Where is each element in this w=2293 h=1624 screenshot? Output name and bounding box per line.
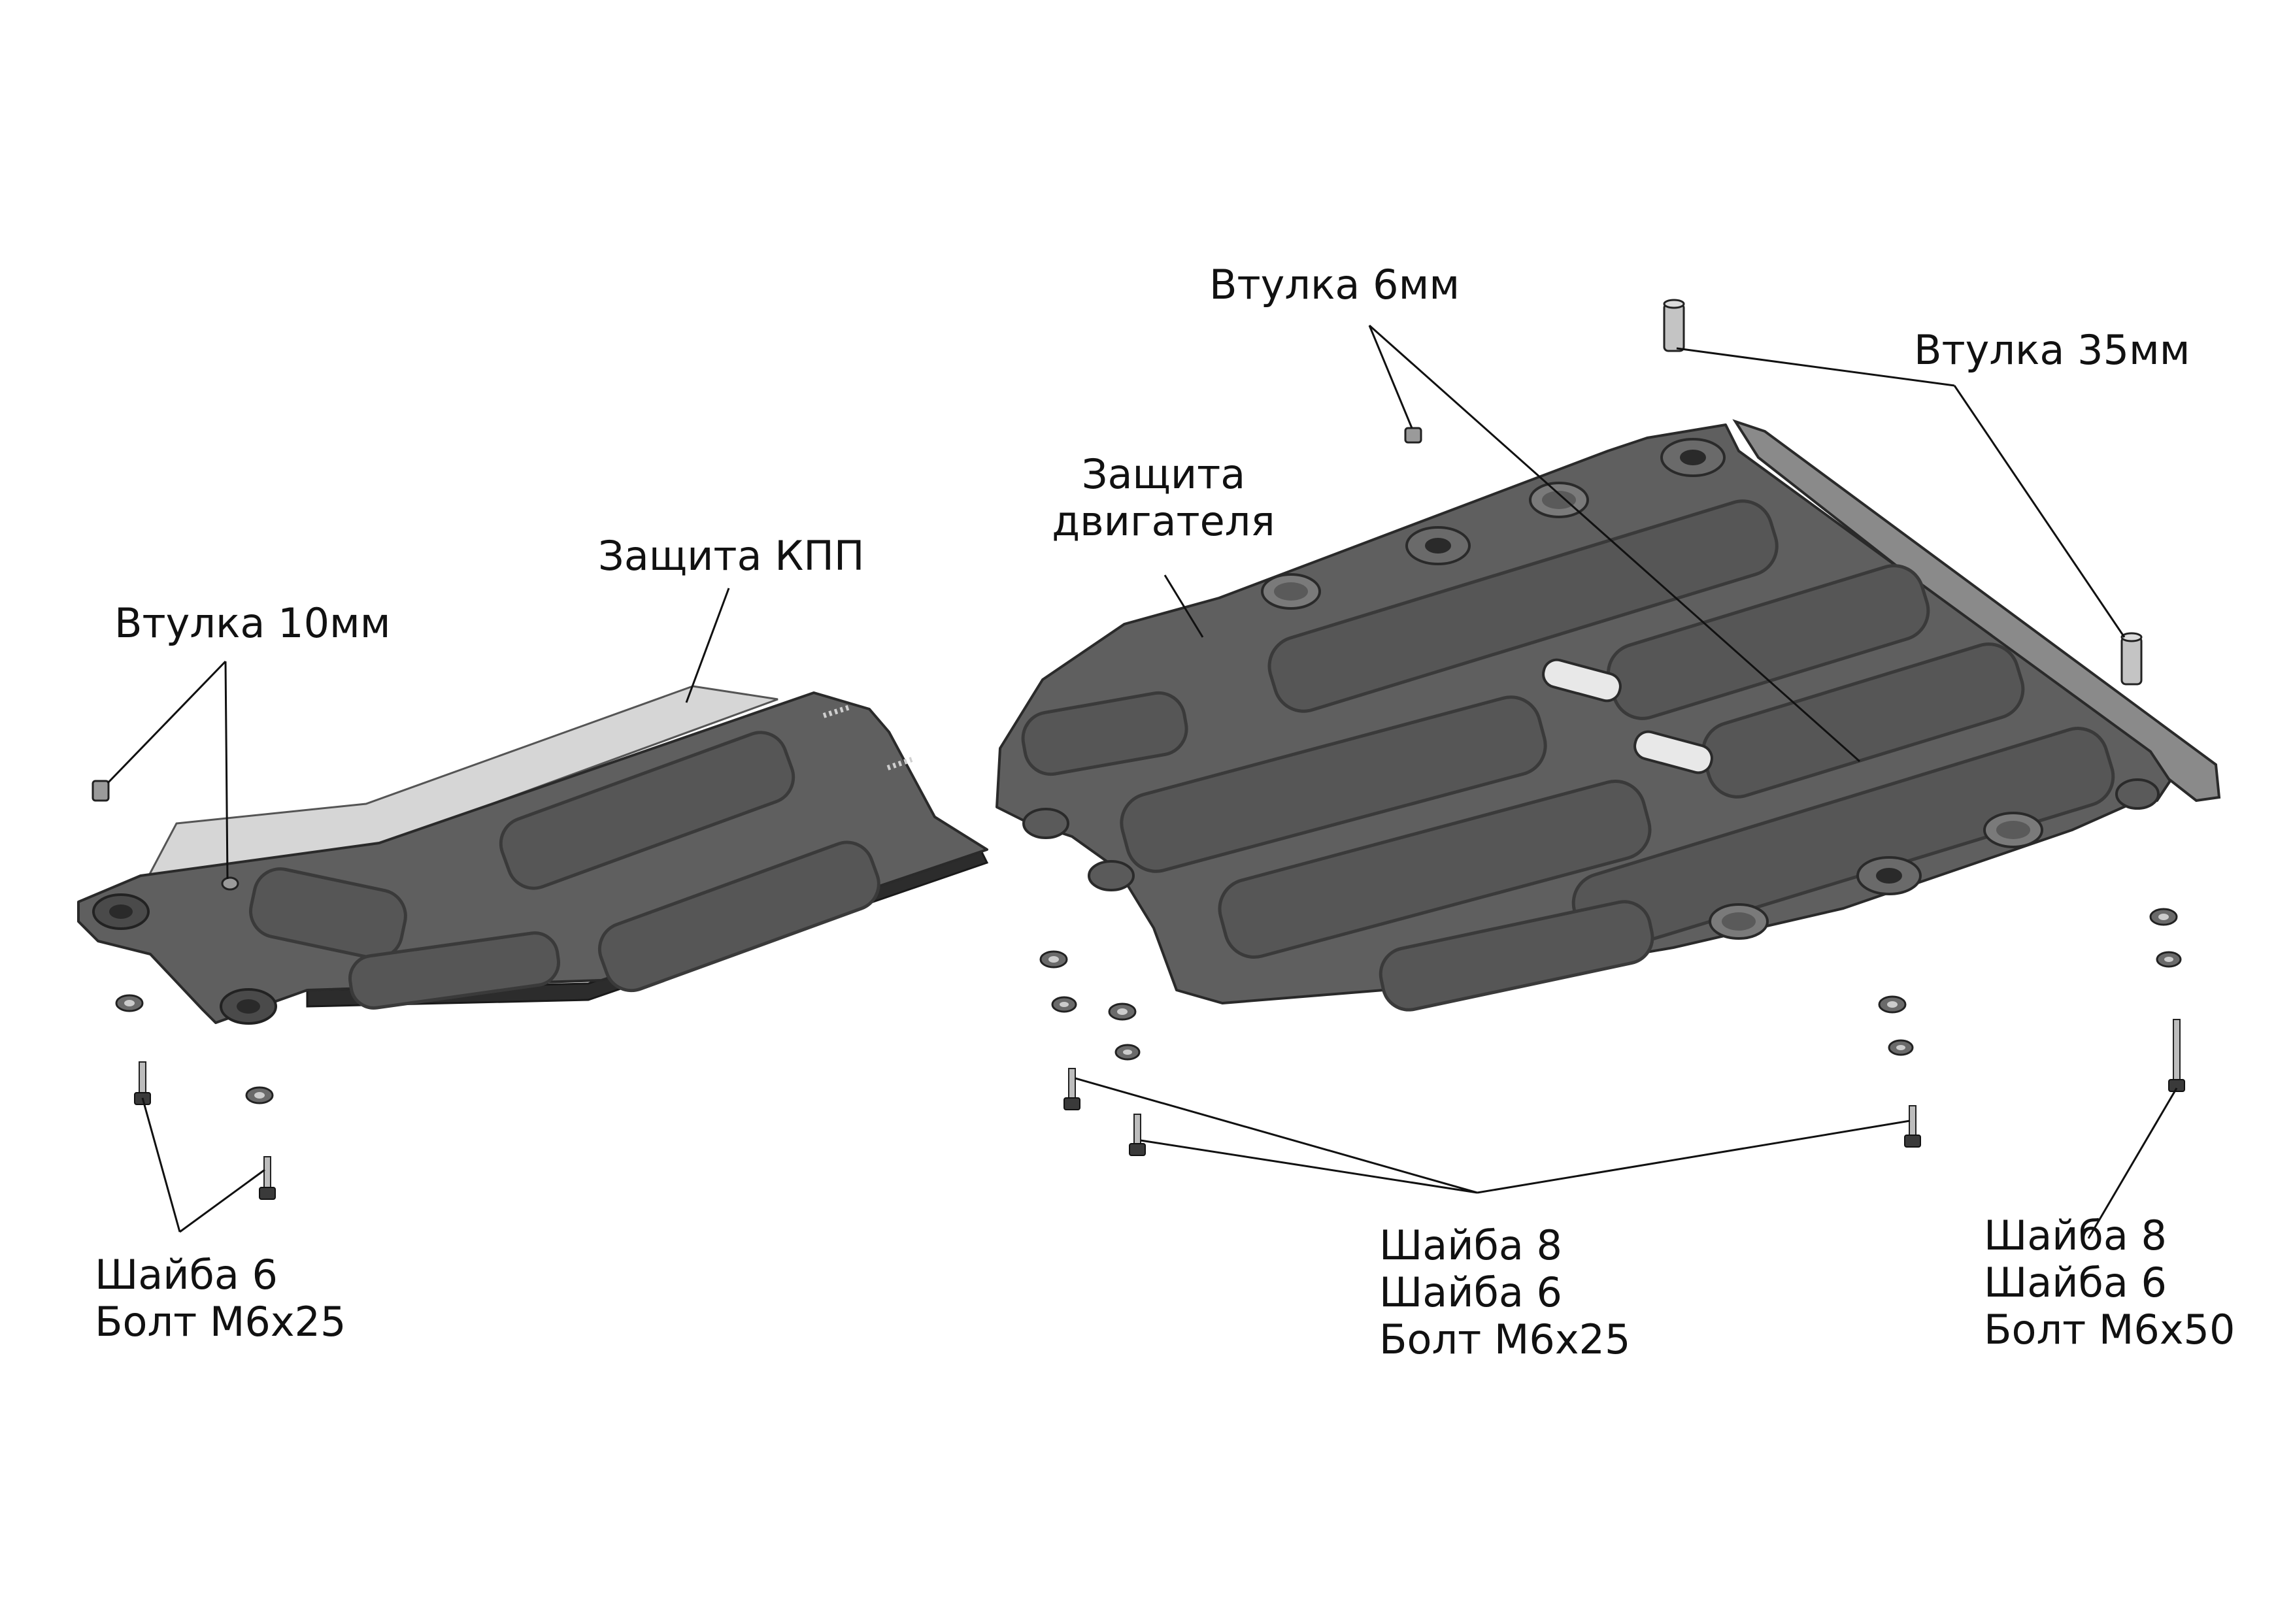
gearbox-guard-sleeve-hole (221, 876, 239, 891)
engine-guard-label-line2: двигателя (1052, 497, 1275, 545)
leader-right-fasteners (2087, 1087, 2178, 1239)
engine-guard-boss (1405, 526, 1471, 565)
gearbox-guard-plate (77, 685, 989, 1025)
engine-guard-label: Защита двигателя (1016, 451, 1311, 545)
leader-sleeve-10mm (107, 660, 229, 880)
engine-guard-boss (1261, 573, 1321, 610)
gearbox-guard-panel (499, 731, 795, 890)
center-fasteners-line3: Болт М6х25 (1379, 1316, 1631, 1363)
washer (1114, 1044, 1141, 1061)
left-fasteners-line1: Шайба 6 (95, 1251, 278, 1299)
engine-guard-boss (1088, 860, 1135, 891)
engine-guard-panel (1379, 900, 1654, 1012)
gearbox-guard-panel (597, 840, 880, 993)
washer (1878, 995, 1907, 1014)
leader-left-fasteners (141, 1097, 265, 1233)
washer (115, 994, 144, 1012)
center-fasteners-label: Шайба 8 Шайба 6 Болт М6х25 (1379, 1222, 1630, 1363)
bolt-m6x25 (134, 1061, 151, 1105)
sleeve-35mm-label-text: Втулка 35мм (1914, 326, 2190, 374)
sleeve-6mm (1404, 427, 1422, 444)
bolt-m6x25 (1063, 1068, 1080, 1110)
sleeve-10mm-label-text: Втулка 10мм (114, 599, 391, 647)
bolt-m6x25 (1129, 1114, 1146, 1156)
engine-guard-plate (996, 419, 2221, 1012)
sleeve-10mm-label: Втулка 10мм (114, 600, 391, 647)
leader-gearbox-guard (685, 588, 730, 703)
right-fasteners-label: Шайба 8 Шайба 6 Болт М6х50 (1984, 1212, 2235, 1353)
engine-guard-panel (1021, 691, 1188, 776)
engine-guard-boss (1709, 903, 1769, 940)
center-fasteners-line2: Шайба 6 (1379, 1268, 1562, 1316)
sleeve-35mm (2120, 632, 2143, 686)
gearbox-guard-panel (249, 867, 407, 960)
gearbox-guard-label-text: Защита КПП (598, 532, 865, 580)
leader-sleeve-6mm (1368, 324, 1860, 763)
engine-guard-panel (1267, 499, 1779, 713)
sleeve-6mm-label-text: Втулка 6мм (1209, 261, 1460, 308)
washer (2156, 951, 2182, 968)
engine-guard-boss (1660, 438, 1726, 477)
gearbox-guard-label: Защита КПП (598, 533, 865, 580)
engine-guard-edge (1732, 419, 2221, 803)
washer (1108, 1003, 1137, 1021)
washer (245, 1086, 274, 1104)
fasteners-group (92, 299, 2185, 1200)
sleeve-10mm (92, 780, 110, 802)
leader-engine-guard (1163, 574, 1204, 638)
center-fasteners-line1: Шайба 8 (1379, 1221, 1562, 1269)
left-fasteners-label: Шайба 6 Болт М6х25 (95, 1251, 346, 1346)
engine-guard-label-line1: Защита (1081, 450, 1246, 498)
left-fasteners-line2: Болт М6х25 (95, 1298, 346, 1346)
bolt-m6x25 (259, 1156, 276, 1200)
gearbox-guard-slots (822, 704, 913, 771)
washer (1051, 996, 1077, 1013)
gearbox-guard-panel (348, 931, 560, 1010)
gearbox-guard-mount (220, 988, 277, 1025)
engine-guard-slot (1633, 730, 1713, 774)
engine-guard-boss (1529, 482, 1589, 518)
sleeve-35mm-label: Втулка 35мм (1914, 327, 2190, 374)
engine-guard-panel (1120, 695, 1547, 873)
leader-lines (107, 324, 2178, 1239)
engine-guard-boss (1856, 856, 1922, 895)
right-fasteners-line2: Шайба 6 (1984, 1259, 2167, 1306)
engine-guard-boss (2115, 778, 2160, 810)
washer (2149, 908, 2178, 926)
engine-guard-slot (1542, 658, 1622, 703)
gearbox-guard-mount (92, 893, 150, 930)
bolt-m6x50 (2168, 1019, 2185, 1092)
engine-guard-boss (1983, 812, 2043, 848)
leader-center-fasteners (1075, 1077, 1911, 1194)
right-fasteners-line1: Шайба 8 (1984, 1212, 2167, 1259)
bolt-m6x25 (1904, 1105, 1921, 1148)
washer (1039, 950, 1068, 969)
leader-sleeve-35mm (1676, 347, 2126, 638)
right-fasteners-line3: Болт М6х50 (1984, 1306, 2235, 1353)
engine-guard-panel (1218, 779, 1652, 959)
engine-guard-boss (1022, 808, 1069, 839)
washer (1888, 1039, 1914, 1056)
sleeve-6mm-label: Втулка 6мм (1209, 261, 1460, 308)
sleeve-35mm (1663, 299, 1685, 352)
